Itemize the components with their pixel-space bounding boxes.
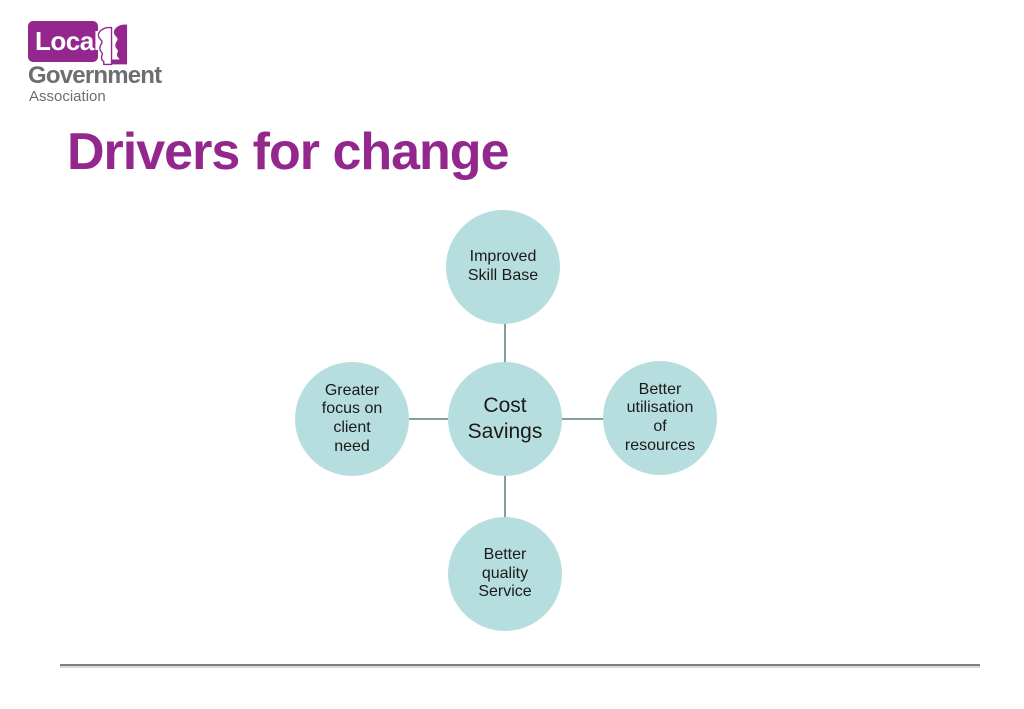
node-better-quality-service-label: Better quality Service — [478, 545, 532, 601]
node-cost-savings: Cost Savings — [448, 362, 562, 476]
slide-title: Drivers for change — [67, 123, 509, 181]
node-better-utilisation-of-resources: Better utilisation of resources — [603, 361, 717, 475]
node-cost-savings-label: Cost Savings — [467, 393, 543, 443]
logo-government-text: Government — [28, 62, 162, 89]
node-greater-focus-on-client-need: Greater focus on client need — [295, 362, 409, 476]
logo-local-block: Local — [28, 21, 101, 62]
node-better-quality-service: Better quality Service — [448, 517, 562, 631]
node-improved-skill-base-label: Improved Skill Base — [467, 248, 539, 284]
lga-logo: Local Government Association — [28, 20, 208, 110]
bottom-divider — [60, 664, 980, 666]
faces-icon — [97, 24, 128, 66]
node-better-utilisation-label: Better utilisation of resources — [624, 380, 696, 454]
logo-association-text: Association — [29, 88, 106, 105]
node-improved-skill-base: Improved Skill Base — [446, 210, 560, 324]
logo-local-text: Local — [35, 26, 101, 56]
node-greater-focus-label: Greater focus on client need — [321, 381, 383, 455]
